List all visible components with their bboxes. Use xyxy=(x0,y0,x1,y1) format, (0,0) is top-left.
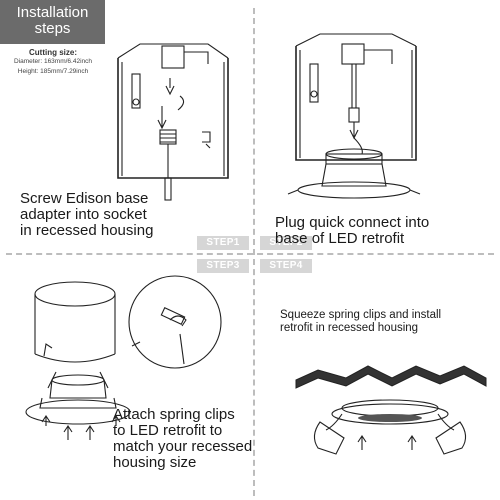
step4-caption-line: retrofit in recessed housing xyxy=(280,322,419,334)
horizontal-divider xyxy=(6,253,494,255)
step1-caption: Screw Edison base adapter into socket in… xyxy=(20,191,250,239)
vertical-divider xyxy=(253,8,255,496)
step4-caption: Squeeze spring clips and install retrofi… xyxy=(280,309,495,335)
step2-caption-line: Plug quick connect into xyxy=(275,214,430,231)
step3-caption-line: housing size xyxy=(113,454,197,471)
step2-caption: Plug quick connect into base of LED retr… xyxy=(275,215,497,247)
diameter-text: Diameter: 163mm/6.42inch xyxy=(13,58,93,65)
title-box: Installation steps xyxy=(0,0,105,44)
step3-caption-line: to LED retrofit to xyxy=(113,422,223,439)
step1-caption-line: in recessed housing xyxy=(20,222,154,239)
step2-illustration xyxy=(287,33,421,199)
step3-illustration xyxy=(25,275,222,440)
title-line2: steps xyxy=(34,20,71,37)
title-line1: Installation xyxy=(16,4,89,21)
step3-caption-line: match your recessed xyxy=(113,438,253,455)
step1-tag: STEP1 xyxy=(197,236,249,250)
step1-illustration xyxy=(117,43,229,201)
step2-caption-line: base of LED retrofit xyxy=(275,230,405,247)
step1-caption-line: Screw Edison base xyxy=(20,190,149,207)
step4-caption-line: Squeeze spring clips and install xyxy=(280,309,442,321)
step3-caption-line: Attach spring clips xyxy=(113,406,235,423)
height-text: Height: 185mm/7.29inch xyxy=(17,68,89,75)
step1-caption-line: adapter into socket xyxy=(20,206,147,223)
step3-tag: STEP3 xyxy=(197,259,249,273)
cutting-size-label: Cutting size: xyxy=(29,48,77,57)
step4-illustration xyxy=(295,365,487,455)
step2-tag: STEP2 xyxy=(260,236,312,250)
step3-caption: Attach spring clips to LED retrofit to m… xyxy=(113,407,253,471)
step4-tag: STEP4 xyxy=(260,259,312,273)
